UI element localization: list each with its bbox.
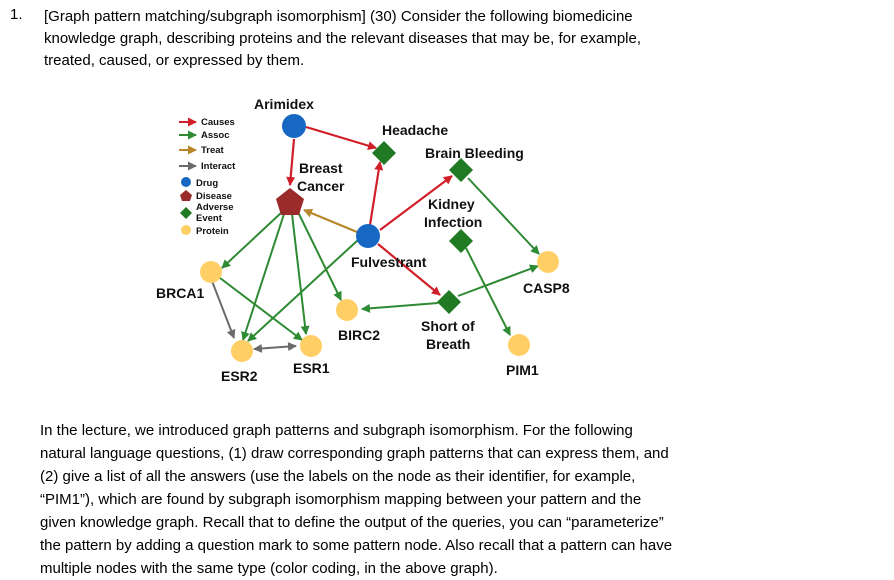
node-pim1: [508, 334, 530, 356]
legend: Causes Assoc Treat Interact Drug Disease…: [179, 117, 236, 237]
edge-brca1-esr1: [219, 277, 303, 341]
edge-fulvestrant-breastcancer: [303, 208, 358, 234]
node-brain-bleeding: [449, 158, 473, 182]
edge-breastcancer-birc2: [297, 211, 342, 301]
label-breath: Breath: [426, 336, 470, 352]
node-arimidex: [282, 114, 306, 138]
legend-protein: Protein: [181, 225, 229, 237]
node-esr2: [231, 340, 253, 362]
instructions-paragraph: In the lecture, we introduced graph patt…: [40, 419, 760, 580]
knowledge-graph-figure: Causes Assoc Treat Interact Drug Disease…: [156, 96, 570, 384]
question-line: [Graph pattern matching/subgraph isomorp…: [44, 8, 633, 25]
label-headache: Headache: [382, 122, 448, 138]
node-short-of-breath: [437, 290, 461, 314]
legend-protein-label: Protein: [196, 226, 229, 237]
disease-pentagon-icon: [180, 190, 192, 201]
question-text: [Graph pattern matching/subgraph isomorp…: [44, 6, 864, 72]
edge-kidney-pim1: [465, 247, 511, 336]
legend-causes: Causes: [179, 117, 235, 128]
label-breast: Breast: [299, 160, 343, 176]
instructions-line: the pattern by adding a question mark to…: [40, 537, 673, 554]
label-fulvestrant: Fulvestrant: [351, 254, 427, 270]
label-esr1: ESR1: [293, 360, 330, 376]
edge-shortofbreath-birc2: [361, 302, 439, 313]
node-esr1: [300, 335, 322, 357]
legend-adverse-label: Adverse: [196, 202, 234, 213]
node-brca1: [200, 261, 222, 283]
graph-labels: Arimidex Headache Brain Bleeding Breast …: [156, 96, 570, 384]
label-infection: Infection: [424, 214, 482, 230]
edge-brca1-esr2: [211, 280, 236, 339]
legend-disease: Disease: [180, 190, 232, 202]
label-kidney: Kidney: [428, 196, 475, 212]
edge-fulvestrant-headache: [368, 161, 384, 226]
label-casp8: CASP8: [523, 280, 570, 296]
instructions-line: (2) give a list of all the answers (use …: [40, 468, 636, 485]
instructions-line: “PIM1”), which are found by subgraph iso…: [40, 491, 642, 508]
label-birc2: BIRC2: [338, 327, 380, 343]
drug-circle-icon: [181, 177, 191, 187]
edge-brainbleeding-casp8: [467, 177, 540, 255]
protein-circle-icon: [181, 225, 191, 235]
legend-assoc: Assoc: [179, 130, 230, 141]
legend-assoc-label: Assoc: [201, 130, 230, 141]
adverse-event-diamond-icon: [180, 207, 192, 219]
legend-interact-label: Interact: [201, 161, 236, 172]
node-breast-cancer: [276, 188, 304, 215]
legend-adverse-event: Adverse Event: [180, 202, 234, 224]
legend-causes-label: Causes: [201, 117, 235, 128]
label-pim1: PIM1: [506, 362, 539, 378]
edge-arimidex-headache: [305, 125, 377, 151]
label-esr2: ESR2: [221, 368, 258, 384]
question-line: treated, caused, or expressed by them.: [44, 52, 305, 69]
node-fulvestrant: [356, 224, 380, 248]
instructions-line: natural language questions, (1) draw cor…: [40, 445, 669, 462]
legend-treat: Treat: [179, 145, 225, 156]
legend-drug: Drug: [181, 177, 218, 189]
legend-event-label: Event: [196, 213, 223, 224]
graph-nodes: [200, 114, 559, 362]
edge-esr2-esr1: [253, 342, 297, 353]
label-brain-bleeding: Brain Bleeding: [425, 145, 524, 161]
instructions-line: In the lecture, we introduced graph patt…: [40, 422, 633, 439]
label-arimidex: Arimidex: [254, 96, 314, 112]
node-kidney-infection: [449, 229, 473, 253]
instructions-line: multiple nodes with the same type (color…: [40, 560, 498, 577]
edge-fulvestrant-kidney: [379, 175, 453, 231]
legend-drug-label: Drug: [196, 178, 218, 189]
edge-fulvestrant-shortofbreath: [377, 243, 441, 296]
edge-breastcancer-esr2: [241, 213, 285, 341]
legend-disease-label: Disease: [196, 191, 232, 202]
edge-breastcancer-esr1: [291, 213, 310, 335]
edge-shortofbreath-casp8: [457, 264, 539, 297]
node-birc2: [336, 299, 358, 321]
question-line: knowledge graph, describing proteins and…: [44, 30, 642, 47]
label-short-of: Short of: [421, 318, 475, 334]
label-brca1: BRCA1: [156, 285, 204, 301]
legend-treat-label: Treat: [201, 145, 225, 156]
graph-edges: [211, 125, 540, 353]
node-headache: [372, 141, 396, 165]
edge-breastcancer-brca1: [221, 211, 283, 269]
question-number: 1.: [10, 6, 23, 23]
legend-interact: Interact: [179, 161, 236, 172]
edge-arimidex-breastcancer: [286, 138, 296, 186]
edge-fulvestrant-esr2: [247, 239, 359, 342]
label-cancer: Cancer: [297, 178, 345, 194]
instructions-line: given knowledge graph. Recall that to de…: [40, 514, 664, 531]
node-casp8: [537, 251, 559, 273]
